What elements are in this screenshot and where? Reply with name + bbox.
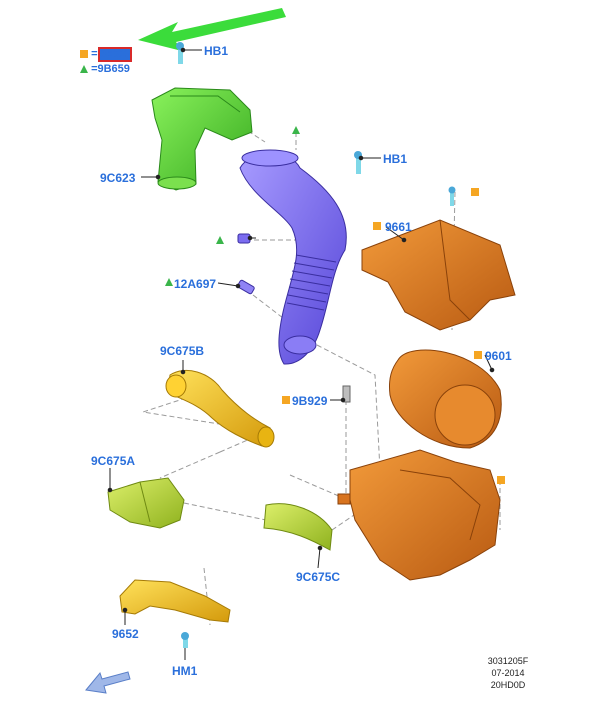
markers	[165, 126, 505, 484]
legend-equals: =	[91, 63, 98, 75]
legend-triangle: =9B659	[80, 62, 130, 76]
part-9c623-resonator	[151, 87, 253, 191]
clip-cover	[448, 186, 456, 206]
label-9c623[interactable]: 9C623	[100, 171, 136, 185]
part-intake-duct	[239, 149, 347, 365]
label-hm1[interactable]: HM1	[172, 664, 198, 678]
triangle-marker	[292, 126, 300, 134]
label-hb1-top[interactable]: HB1	[204, 44, 229, 58]
part-9652	[119, 579, 231, 623]
blue-arrow-icon[interactable]	[85, 671, 131, 694]
square-marker	[282, 396, 290, 404]
part-9601-filter	[389, 349, 502, 449]
label-9c675c[interactable]: 9C675C	[296, 570, 341, 584]
part-9b929-sensor	[342, 385, 351, 403]
green-arrow-icon	[138, 8, 286, 51]
clip-hb1-top	[176, 42, 184, 64]
duct-bellows	[286, 254, 337, 311]
clip-hm1	[181, 632, 189, 648]
footer-code: 20HD0D	[490, 680, 526, 690]
footer-date: 07-2014	[491, 668, 525, 678]
label-hb1-mid[interactable]: HB1	[383, 152, 408, 166]
part-9c675a	[107, 477, 185, 529]
legend-square-icon	[80, 50, 88, 59]
label-9c675b[interactable]: 9C675B	[160, 344, 205, 358]
clip-hb1-mid	[354, 151, 362, 174]
label-9661[interactable]: 9661	[385, 220, 412, 234]
legend-triangle-code: 9B659	[97, 63, 130, 75]
legend-square-code: 3E600	[97, 47, 133, 62]
legend-triangle-icon	[80, 65, 88, 74]
legend-equals: =	[91, 48, 98, 60]
label-9b929[interactable]: 9B929	[292, 394, 328, 408]
square-marker	[373, 222, 381, 230]
part-9c675b-duct	[165, 369, 275, 448]
part-9c675c	[263, 503, 333, 551]
label-9652[interactable]: 9652	[112, 627, 139, 641]
triangle-marker	[165, 278, 173, 286]
part-9661-cover	[361, 219, 516, 331]
footer-ref: 3031205F	[487, 656, 529, 666]
square-marker	[497, 476, 505, 484]
label-12a697[interactable]: 12A697	[174, 277, 217, 291]
label-9601[interactable]: 9601	[485, 349, 512, 363]
part-housing-base	[337, 449, 501, 581]
label-9c675a[interactable]: 9C675A	[91, 454, 136, 468]
square-marker	[474, 351, 482, 359]
part-12a697-sensor	[237, 279, 255, 295]
square-marker	[471, 188, 479, 196]
triangle-marker	[216, 236, 224, 244]
label-leaders	[107, 47, 495, 660]
legend-square: =3E600	[80, 47, 133, 62]
